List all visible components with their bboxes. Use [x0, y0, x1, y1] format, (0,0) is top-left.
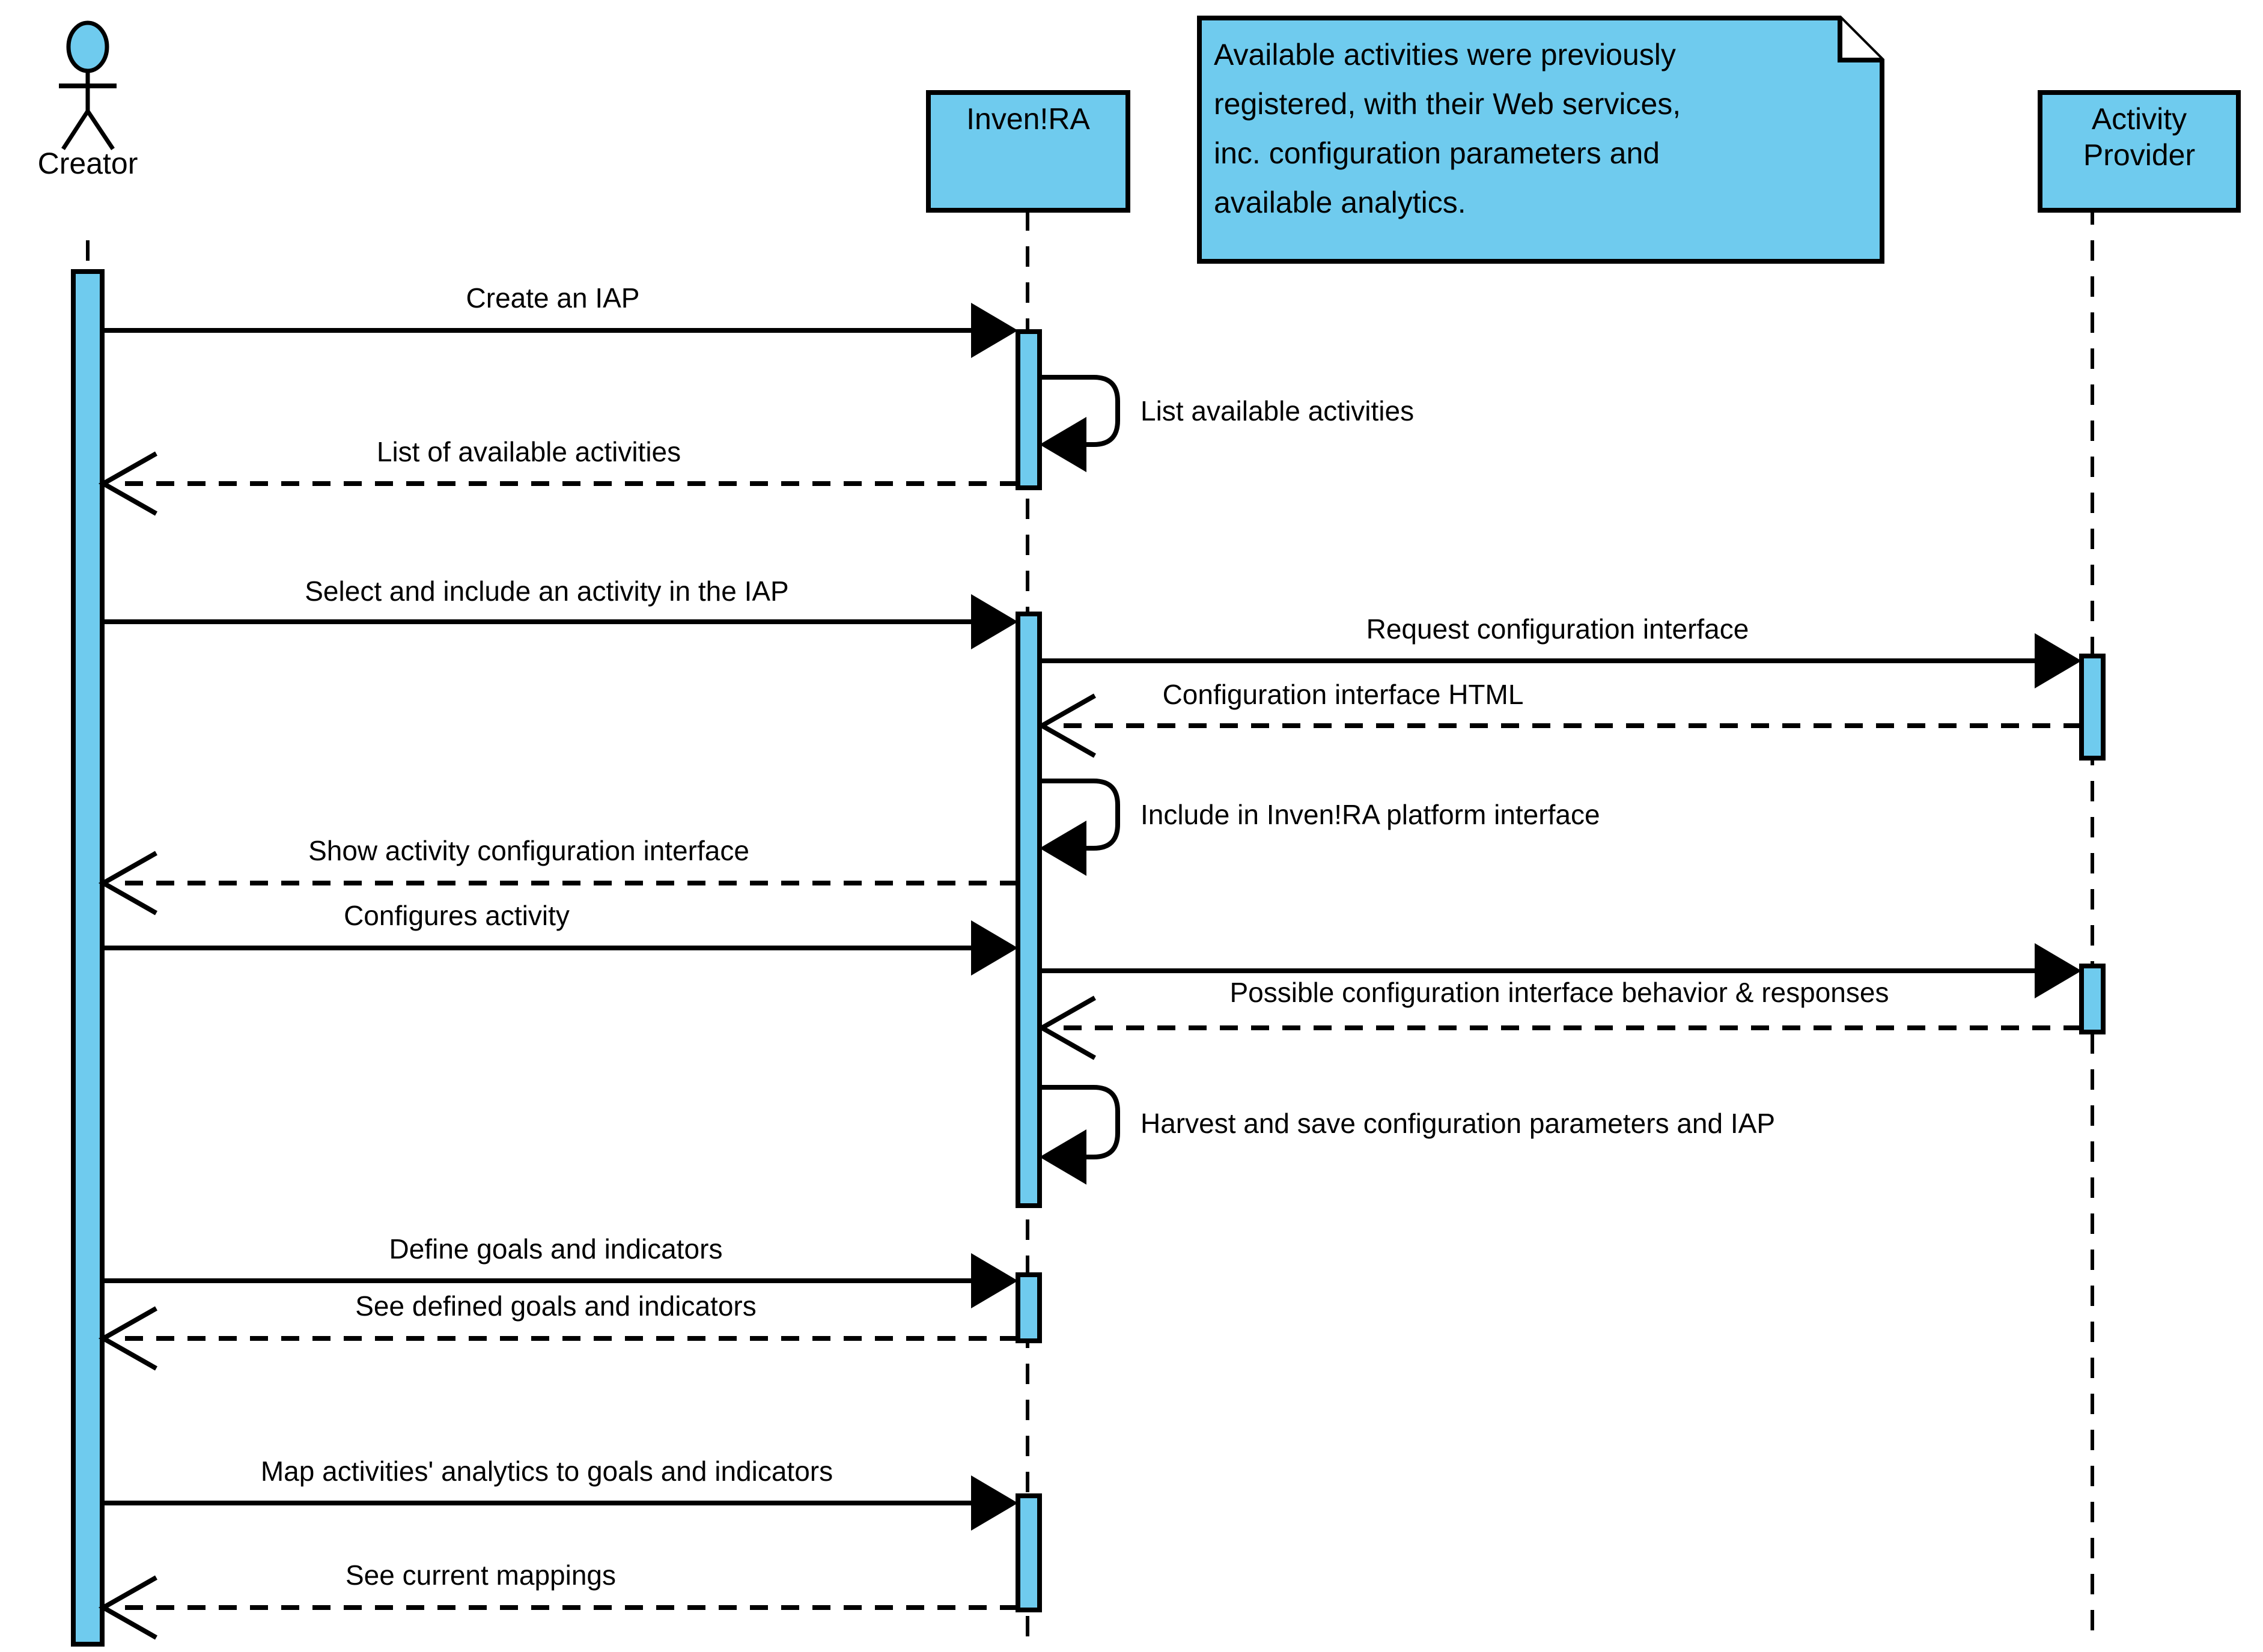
- participant-label-invenra: Inven!RA: [966, 102, 1090, 136]
- message-harvest-and-save: Harvest and save configuration parameter…: [1040, 1085, 1775, 1185]
- message-list-of-available-activities: List of available activities: [98, 436, 1018, 516]
- actor-creator: [59, 20, 117, 150]
- message-possible-configuration-behavior-return: [1037, 995, 2082, 1060]
- actor-head-icon: [66, 20, 109, 73]
- message-create-an-iap: Create an IAP: [102, 282, 1018, 358]
- arrowhead-open: [1037, 995, 1096, 1060]
- message-label-2: List available activities: [1141, 395, 1414, 427]
- message-configures-activity: Configures activity: [102, 900, 1018, 976]
- message-configuration-interface-html: Configuration interface HTML: [1037, 679, 2082, 758]
- note-line-2: registered, with their Web services,: [1214, 87, 1681, 121]
- message-label-16: See current mappings: [346, 1559, 616, 1591]
- activation-bar-invenra-1: [1016, 329, 1042, 490]
- arrowhead-filled: [2035, 943, 2082, 998]
- activation-bar-invenra-4: [1016, 1493, 1042, 1612]
- message-label-8: Show activity configuration interface: [308, 835, 749, 866]
- message-see-defined-goals-and-indicators: See defined goals and indicators: [98, 1290, 1018, 1371]
- message-label-12: Harvest and save configuration parameter…: [1141, 1108, 1775, 1139]
- arrowhead-filled: [971, 1475, 1018, 1531]
- arrowhead-filled: [1040, 1129, 1086, 1185]
- arrowhead-open: [98, 1575, 157, 1640]
- actor-leg-left-icon: [61, 110, 90, 150]
- message-label-10: Possible configuration interface behavio…: [1230, 977, 1889, 1008]
- message-map-activities-analytics: Map activities' analytics to goals and i…: [102, 1456, 1018, 1531]
- participant-label-provider-line2: Provider: [2083, 138, 2195, 172]
- message-label-13: Define goals and indicators: [389, 1233, 723, 1265]
- message-label-9: Configures activity: [344, 900, 570, 931]
- note-box: Available activities were previously reg…: [1197, 16, 1884, 264]
- message-list-available-activities: List available activities: [1040, 375, 1414, 472]
- arrowhead-open: [1037, 693, 1096, 758]
- arrowhead-filled: [971, 594, 1018, 649]
- note-line-1: Available activities were previously: [1214, 38, 1676, 71]
- arrowhead-filled: [971, 1253, 1018, 1308]
- message-label-14: See defined goals and indicators: [355, 1290, 756, 1322]
- participant-box-provider[interactable]: Activity Provider: [2038, 90, 2241, 213]
- message-include-in-platform-interface: Include in Inven!RA platform interface: [1040, 779, 1600, 876]
- arrowhead-filled: [1040, 417, 1086, 472]
- arrowhead-filled: [1040, 821, 1086, 876]
- arrowhead-filled: [971, 303, 1018, 358]
- message-select-and-include-activity: Select and include an activity in the IA…: [102, 575, 1018, 649]
- message-show-activity-configuration-interface: Show activity configuration interface: [98, 835, 1018, 916]
- message-define-goals-and-indicators: Define goals and indicators: [102, 1233, 1018, 1308]
- actor-leg-right-icon: [86, 110, 115, 150]
- message-label-5: Request configuration interface: [1366, 613, 1749, 645]
- message-see-current-mappings: See current mappings: [98, 1559, 1018, 1640]
- activation-bar-provider-2: [2079, 964, 2106, 1034]
- activation-bar-invenra-2: [1016, 612, 1042, 1208]
- note-line-3: inc. configuration parameters and: [1214, 136, 1660, 170]
- activation-bar-invenra-3: [1016, 1272, 1042, 1343]
- activation-bar-creator: [71, 269, 105, 1647]
- arrowhead-open: [98, 1306, 157, 1371]
- arrowhead-filled: [2035, 633, 2082, 688]
- message-request-configuration-interface: Request configuration interface: [1040, 613, 2082, 688]
- participant-label-provider-line1: Activity: [2092, 102, 2187, 136]
- message-label-6: Configuration interface HTML: [1163, 679, 1524, 710]
- message-label-3: List of available activities: [377, 436, 681, 467]
- message-label-4: Select and include an activity in the IA…: [305, 575, 788, 607]
- arrowhead-open: [98, 851, 157, 916]
- arrowhead-filled: [971, 920, 1018, 976]
- message-label-7: Include in Inven!RA platform interface: [1141, 799, 1600, 830]
- message-label-15: Map activities' analytics to goals and i…: [261, 1456, 833, 1487]
- message-possible-configuration-behavior: Possible configuration interface behavio…: [1040, 943, 2082, 1008]
- message-label-1: Create an IAP: [466, 282, 640, 314]
- note-line-4: available analytics.: [1214, 186, 1466, 219]
- participant-label-creator: Creator: [38, 147, 138, 180]
- arrowhead-open: [98, 451, 157, 516]
- activation-bar-provider-1: [2079, 654, 2106, 761]
- participant-box-invenra[interactable]: Inven!RA: [926, 90, 1130, 213]
